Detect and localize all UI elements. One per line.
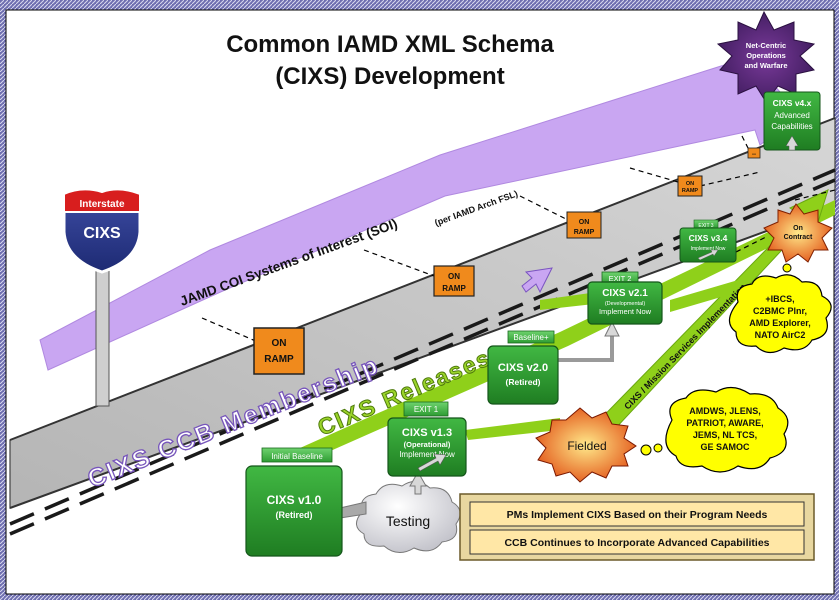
info-line-1: PMs Implement CIXS Based on their Progra…: [507, 509, 768, 521]
release-v34-sub2: Implement Now: [691, 246, 726, 252]
fielded-cloud: AMDWS, JLENS, PATRIOT, AWARE, JEMS, NL T…: [665, 386, 789, 473]
on-ramp-3-l2: RAMP: [574, 229, 595, 236]
on-ramp-sign-4: ON RAMP: [677, 175, 703, 197]
testing-label: Testing: [386, 513, 430, 529]
release-v4-x: CIXS v4.x Advanced Capabilities: [763, 91, 821, 151]
on-ramp-3-l1: ON: [579, 219, 590, 226]
contract-star-l2: Contract: [784, 234, 813, 241]
release-v2-1: EXIT 2 CIXS v2.1 (Developmental) Impleme…: [587, 271, 663, 325]
info-box: PMs Implement CIXS Based on their Progra…: [459, 493, 815, 561]
release-v10-sub: (Retired): [275, 510, 312, 520]
road-edge-top: [9, 117, 836, 441]
contract-cloud: +IBCS, C2BMC Plnr, AMD Explorer, NATO Ai…: [728, 274, 832, 354]
interstate-sign: Interstate CIXS: [62, 187, 142, 407]
fielded-cloud-l1: AMDWS, JLENS,: [689, 406, 761, 416]
branch-green-1: [465, 418, 560, 440]
on-ramp-sign-2: ON RAMP: [433, 265, 475, 297]
release-v34-title: CIXS v3.4: [689, 233, 728, 243]
release-v13-sub2: Implement Now: [399, 450, 455, 459]
on-ramp-2-l2: RAMP: [442, 284, 466, 293]
release-v13-sub: (Operational): [404, 440, 451, 449]
shield-top: [63, 188, 141, 213]
net-star-l1: Net-Centric: [746, 41, 786, 50]
info-line-2: CCB Continues to Incorporate Advanced Ca…: [504, 537, 769, 549]
sign-main-label: CIXS: [83, 225, 121, 242]
release-v4x-sub2: Capabilities: [771, 122, 812, 131]
release-v1-3: EXIT 1 CIXS v1.3 (Operational) Implement…: [387, 401, 467, 477]
release-v34-header: EXIT 3: [698, 223, 713, 229]
bubble-dot: [653, 443, 663, 453]
release-v20-title: CIXS v2.0: [498, 362, 548, 374]
contract-cloud-l3: AMD Explorer,: [749, 318, 811, 328]
fielded-cloud-l2: PATRIOT, AWARE,: [686, 418, 763, 428]
title-line-1: Common IAMD XML Schema: [226, 31, 554, 58]
title-line-2: (CIXS) Development: [275, 63, 504, 90]
contract-cloud-l2: C2BMC Plnr,: [753, 306, 807, 316]
on-ramp-4-l1: ON: [686, 181, 694, 187]
exit-arrow-icon: [417, 453, 447, 472]
bubble-dot: [640, 444, 652, 456]
release-v21-sub: (Developmental): [605, 301, 646, 307]
release-v20-sub: (Retired): [506, 377, 541, 387]
on-ramp-1-l1: ON: [272, 338, 287, 349]
release-v1-0: Initial Baseline CIXS v1.0 (Retired): [245, 447, 343, 557]
release-v10-header: Initial Baseline: [271, 452, 323, 461]
on-ramp-2-l1: ON: [448, 272, 460, 281]
on-ramp-sign-3: ON RAMP: [566, 211, 602, 239]
testing-cloud: Testing: [356, 481, 461, 553]
release-v21-title: CIXS v2.1: [602, 288, 648, 299]
sign-pole: [95, 255, 110, 407]
ramp-marker: --: [752, 152, 756, 158]
contract-cloud-l1: +IBCS,: [765, 294, 794, 304]
net-star-l2: Operations: [746, 51, 786, 60]
flow-arrow-up-icon: [604, 320, 620, 337]
release-v4x-title: CIXS v4.x: [773, 98, 812, 108]
fielded-label: Fielded: [567, 439, 606, 453]
sign-top-label: Interstate: [79, 199, 124, 210]
branch-green-3: [670, 278, 745, 312]
release-v13-header: EXIT 1: [414, 405, 439, 414]
releases-arrow: [300, 200, 835, 460]
connectors: [201, 135, 836, 343]
fielded-cloud-l3: JEMS, NL TCS,: [693, 430, 757, 440]
release-v21-sub2: Implement Now: [599, 307, 652, 316]
release-v3-4: EXIT 3 CIXS v3.4 Implement Now: [679, 219, 737, 263]
release-v13-title: CIXS v1.3: [402, 427, 452, 439]
on-ramp-sign-5: --: [747, 147, 761, 159]
exit-arrow-icon: [697, 249, 719, 261]
release-v2-0: Baseline+ CIXS v2.0 (Retired): [487, 330, 559, 405]
on-ramp-4-l2: RAMP: [682, 188, 699, 194]
fielded-star: Fielded: [535, 407, 637, 483]
bubble-dot: [782, 263, 792, 273]
contract-cloud-l4: NATO AirC2: [755, 330, 806, 340]
net-star-l3: and Warfare: [744, 61, 787, 70]
release-v21-header: EXIT 2: [609, 274, 632, 283]
contract-star-l1: On: [793, 225, 803, 232]
on-contract-star: On Contract: [763, 203, 833, 263]
on-ramp-sign-1: ON RAMP: [253, 327, 305, 375]
release-v4x-sub: Advanced: [774, 111, 810, 120]
up-arrow-icon: [785, 135, 799, 151]
release-v10-title: CIXS v1.0: [267, 493, 322, 507]
membership-arrow-icon: [521, 267, 553, 294]
release-v20-header: Baseline+: [513, 333, 549, 342]
on-ramp-1-l2: RAMP: [264, 354, 294, 365]
fielded-cloud-l4: GE SAMOC: [700, 442, 750, 452]
